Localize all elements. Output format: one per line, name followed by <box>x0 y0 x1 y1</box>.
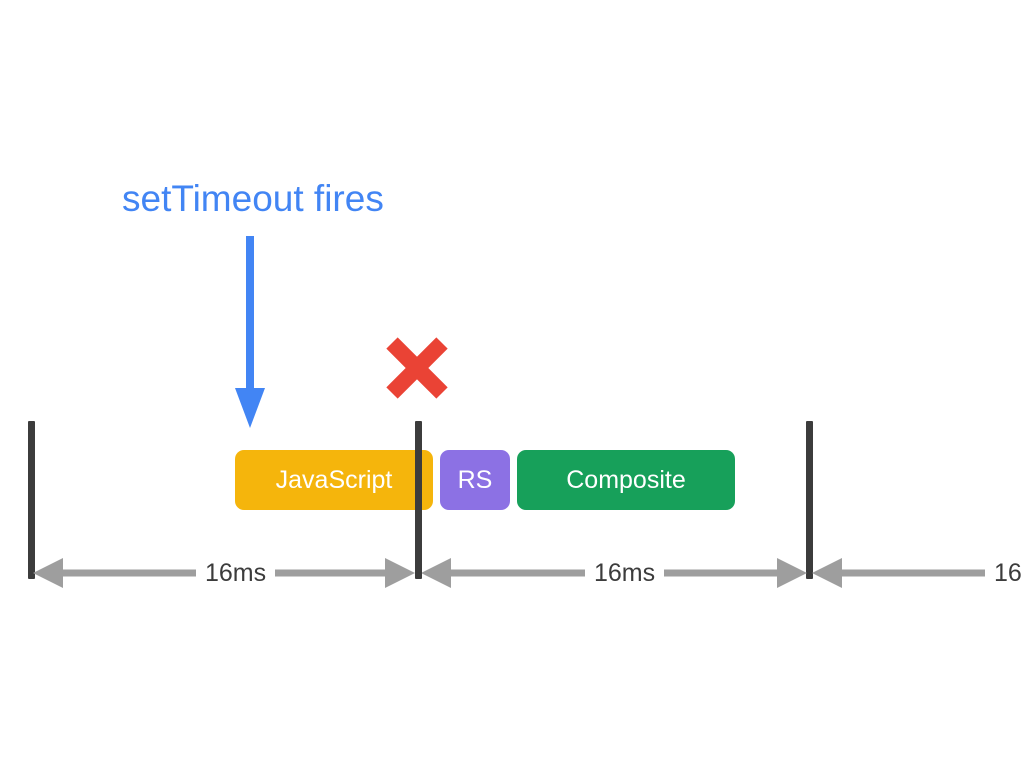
frame-duration-arrow-2 <box>812 553 1024 593</box>
bar-recalc-style-label: RS <box>457 465 493 494</box>
bar-javascript[interactable]: JavaScript <box>235 450 433 510</box>
bar-composite-label: Composite <box>566 465 686 494</box>
bar-recalc-style[interactable]: RS <box>440 450 510 510</box>
missed-frame-x-icon <box>383 336 451 400</box>
settimeout-annotation-label: setTimeout fires <box>122 178 384 219</box>
frame-duration-label-0: 16ms <box>196 556 276 590</box>
frame-tick-2 <box>806 421 813 579</box>
bar-composite[interactable]: Composite <box>517 450 735 510</box>
frame-tick-0 <box>28 421 35 579</box>
frame-duration-label-2: 16 <box>985 556 1024 590</box>
frame-duration-label-1: 16ms <box>585 556 665 590</box>
frame-tick-1 <box>415 421 422 579</box>
down-arrow-icon <box>233 236 267 428</box>
bar-javascript-label: JavaScript <box>275 465 393 494</box>
